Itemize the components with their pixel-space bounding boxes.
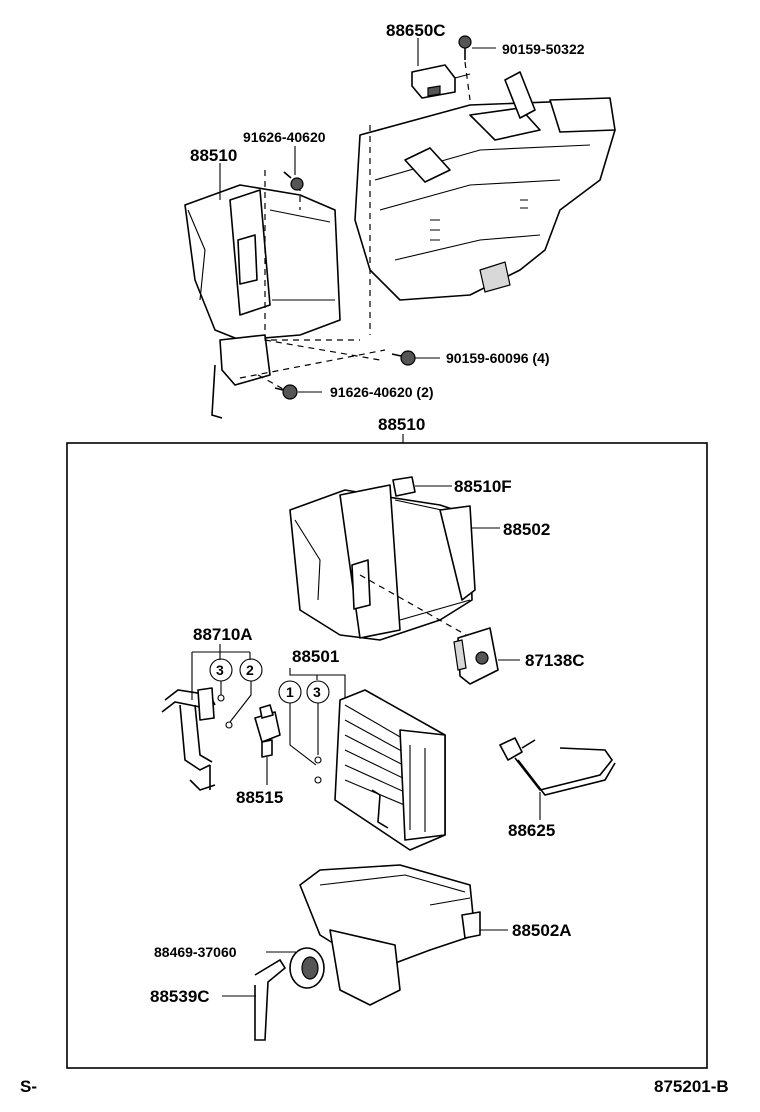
top-assembly: 88650C 90159-50322 91626-40620 88510 901…: [184, 21, 616, 419]
label-88502: 88502: [503, 520, 550, 539]
label-88510F: 88510F: [454, 477, 512, 496]
label-88515: 88515: [236, 788, 283, 807]
lower-case-88502A-drawing: [299, 864, 481, 1006]
pipe-assembly-88710A-drawing: [161, 687, 216, 791]
callout-3: 3: [209, 658, 233, 682]
upper-case-88502-drawing: [289, 476, 476, 641]
callout-1: 1: [278, 680, 302, 704]
label-90159-60096: 90159-60096 (4): [446, 350, 550, 366]
svg-text:3: 3: [216, 662, 224, 678]
label-88502A: 88502A: [512, 921, 572, 940]
label-88510-box: 88510: [378, 415, 425, 434]
svg-text:3: 3: [313, 684, 321, 700]
figure-code: 875201-B: [654, 1077, 729, 1096]
label-88625: 88625: [508, 821, 555, 840]
screw-icon: [283, 171, 304, 191]
screw-icon: [391, 350, 416, 366]
label-90159-50322: 90159-50322: [502, 41, 585, 57]
screw-icon: [274, 384, 298, 400]
wire-harness-88625-drawing: [499, 737, 616, 796]
label-88501: 88501: [292, 647, 339, 666]
heater-housing-drawing: [354, 71, 616, 301]
sensor-88650C-drawing: [411, 64, 471, 99]
evaporator-core-88501-drawing: [334, 689, 446, 851]
drain-hose-88539C-drawing: [254, 958, 287, 1041]
svg-text:2: 2: [246, 662, 254, 678]
label-88650C: 88650C: [386, 21, 446, 40]
grommet-88469-drawing: [289, 947, 325, 989]
label-91626-40620-2: 91626-40620 (2): [330, 384, 434, 400]
label-88539C: 88539C: [150, 987, 210, 1006]
corner-mark: S-: [20, 1077, 37, 1096]
label-87138C: 87138C: [525, 651, 585, 670]
callout-3: 3: [306, 680, 330, 704]
label-88510-top: 88510: [190, 146, 237, 165]
evaporator-unit-drawing: [184, 184, 341, 419]
callout-2: 2: [239, 658, 263, 682]
label-91626-40620: 91626-40620: [243, 129, 326, 145]
screw-icon: [458, 35, 472, 60]
label-88710A: 88710A: [193, 625, 253, 644]
actuator-87138C-drawing: [453, 627, 499, 685]
exploded-view-frame: [66, 442, 708, 1069]
label-88469-37060: 88469-37060: [154, 944, 237, 960]
expansion-valve-88515-drawing: [254, 704, 281, 758]
svg-text:1: 1: [286, 684, 294, 700]
